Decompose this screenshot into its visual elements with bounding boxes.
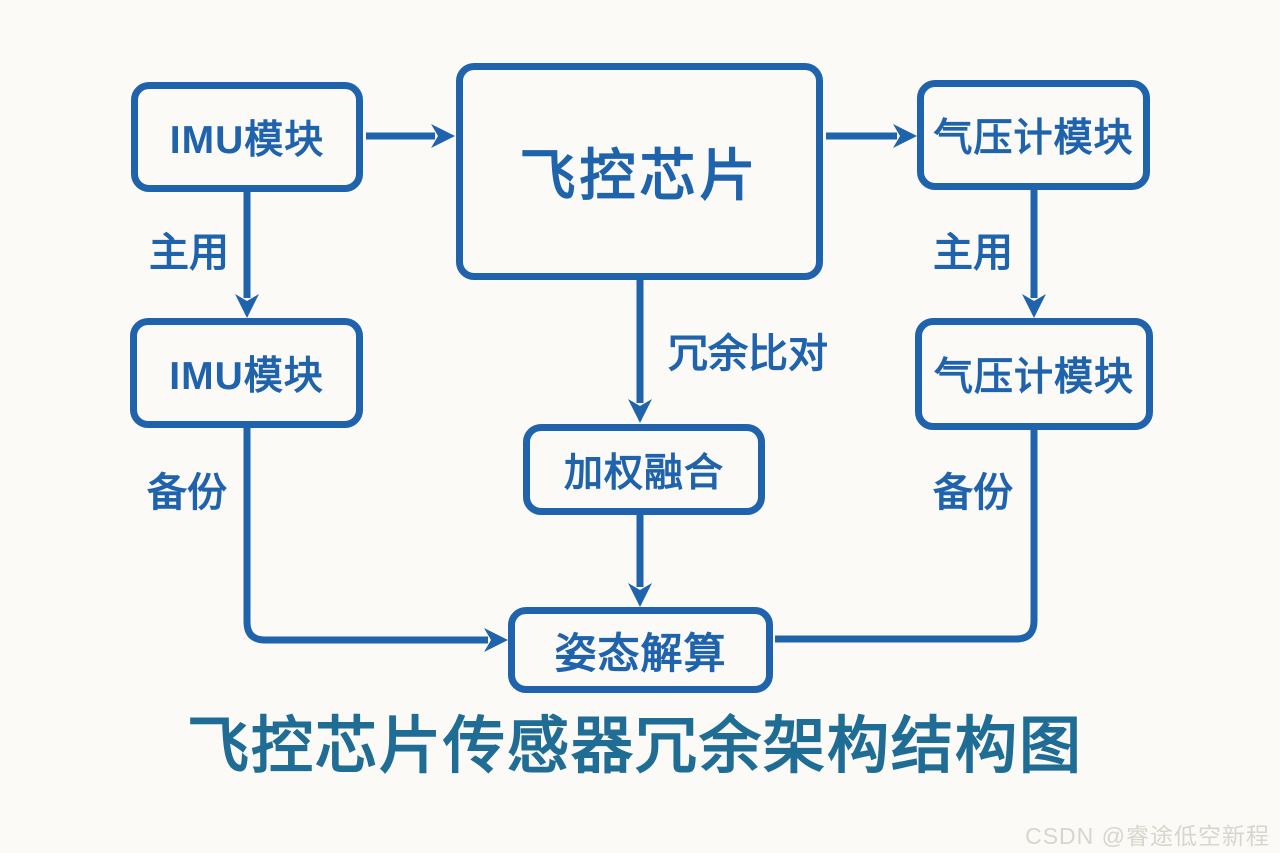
edge-label-imu-primary-use: 主用	[149, 231, 229, 275]
node-flight-control-chip-label: 飞控芯片	[519, 144, 760, 207]
node-baro-backup-label: 气压计模块	[933, 356, 1134, 399]
edge-label-baro-backup: 备份	[933, 471, 1013, 515]
node-baro-primary-label: 气压计模块	[933, 117, 1134, 160]
node-baro-backup: 气压计模块	[915, 318, 1153, 430]
node-weighted-fusion-label: 加权融合	[563, 451, 724, 495]
arrow-imu-backup-to-attitude	[243, 428, 508, 652]
line-baro-backup-to-attitude	[775, 430, 1038, 643]
node-weighted-fusion: 加权融合	[523, 424, 765, 515]
edge-label-redundancy-compare: 冗余比对	[668, 332, 828, 376]
node-flight-control-chip: 飞控芯片	[456, 63, 823, 280]
node-attitude-solver: 姿态解算	[508, 607, 773, 693]
node-baro-primary: 气压计模块	[917, 80, 1150, 190]
edge-label-imu-backup: 备份	[147, 471, 227, 515]
edge-label-baro-primary-use: 主用	[933, 231, 1013, 275]
node-imu-backup: IMU模块	[130, 318, 363, 428]
node-imu-primary: IMU模块	[131, 82, 363, 192]
node-attitude-solver-label: 姿态解算	[554, 629, 727, 677]
node-imu-primary-label: IMU模块	[169, 119, 325, 162]
node-imu-backup-label: IMU模块	[169, 355, 324, 398]
csdn-watermark: CSDN @睿途低空新程	[1025, 823, 1270, 849]
diagram-title: 飞控芯片传感器冗余架构结构图	[186, 712, 1084, 781]
